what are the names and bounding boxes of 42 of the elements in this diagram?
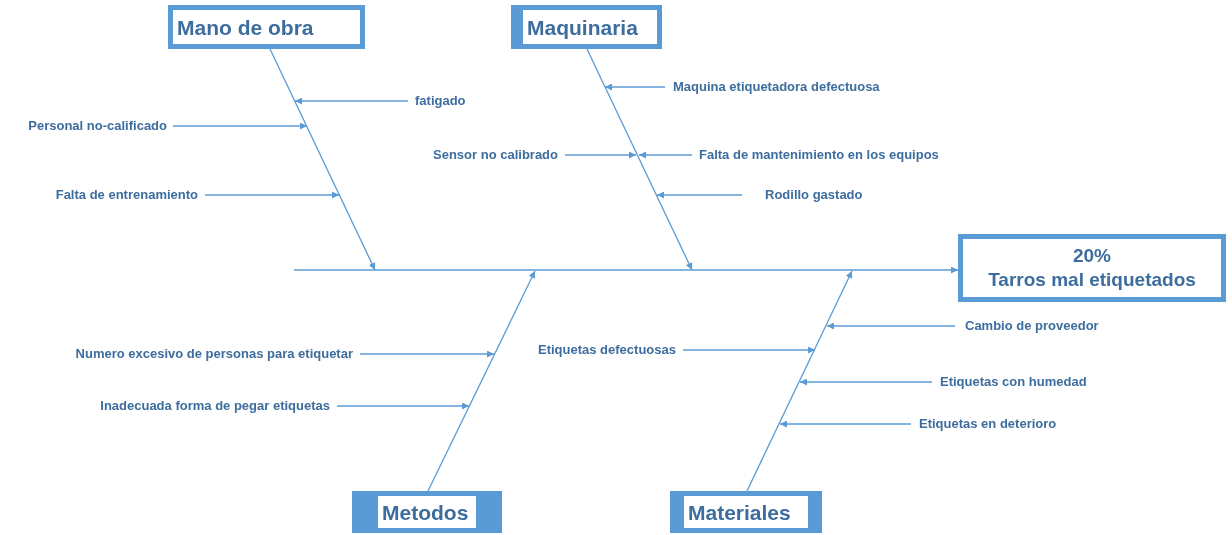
cause-label: Inadecuada forma de pegar etiquetas bbox=[100, 397, 330, 415]
bone-arrow bbox=[293, 266, 959, 274]
cause-label: Rodillo gastado bbox=[765, 186, 863, 204]
bone-arrow bbox=[269, 48, 376, 271]
cause-arrow bbox=[656, 191, 743, 199]
cause-label: Numero excesivo de personas para etiquetar bbox=[75, 345, 353, 363]
category-box bbox=[168, 5, 365, 49]
category-box bbox=[352, 491, 502, 533]
cause-arrow bbox=[682, 346, 816, 354]
cause-arrow bbox=[779, 420, 912, 428]
effect-label: Tarros mal etiquetados bbox=[988, 268, 1196, 292]
cause-label: Etiquetas defectuosas bbox=[538, 341, 676, 359]
cause-arrow bbox=[294, 97, 409, 105]
cause-arrow bbox=[564, 151, 637, 159]
cause-arrow bbox=[638, 151, 693, 159]
category-label: Mano de obra bbox=[177, 16, 314, 38]
category-label: Metodos bbox=[382, 501, 469, 523]
category-label: Materiales bbox=[688, 501, 791, 523]
cause-arrow bbox=[204, 191, 340, 199]
cause-label: Etiquetas con humedad bbox=[940, 373, 1087, 391]
category-label: Maquinaria bbox=[527, 16, 638, 38]
cause-label: Etiquetas en deterioro bbox=[919, 415, 1057, 433]
effect-box bbox=[958, 234, 1226, 302]
category-box bbox=[511, 5, 662, 49]
cause-label: Falta de entrenamiento bbox=[55, 186, 198, 204]
cause-arrow bbox=[604, 83, 666, 91]
cause-arrow bbox=[172, 122, 308, 130]
cause-arrow bbox=[336, 402, 470, 410]
cause-arrow bbox=[359, 350, 495, 358]
category-box bbox=[670, 491, 822, 533]
cause-label: Cambio de proveedor bbox=[965, 317, 1099, 335]
effect-label: 20% bbox=[1073, 244, 1111, 268]
cause-label: Falta de mantenimiento en los equipos bbox=[699, 146, 939, 164]
cause-arrow bbox=[826, 322, 956, 330]
cause-label: Personal no-calificado bbox=[28, 117, 167, 135]
cause-label: Sensor no calibrado bbox=[433, 146, 558, 164]
bone-arrow bbox=[746, 270, 853, 492]
bone-arrow bbox=[427, 270, 536, 492]
bone-arrow bbox=[586, 48, 693, 271]
cause-label: fatigado bbox=[415, 92, 466, 110]
cause-arrow bbox=[799, 378, 933, 386]
cause-label: Maquina etiquetadora defectuosa bbox=[673, 78, 880, 96]
